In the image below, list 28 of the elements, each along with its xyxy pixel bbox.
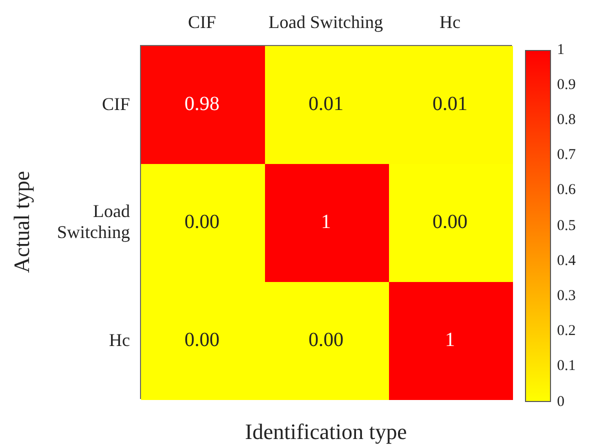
tick-label: 0.6 [557, 182, 576, 200]
column-label: Hc [440, 12, 460, 32]
tick-label: 0.2 [557, 323, 576, 340]
tick-label: 0.1 [557, 358, 576, 376]
cell-value: 0.00 [308, 328, 344, 352]
axis-title: Identification type [245, 419, 407, 445]
cell-value: 0.00 [184, 210, 220, 234]
cell-value: 0.00 [184, 328, 220, 352]
tick-label: 1 [557, 42, 564, 58]
row-label: Load Switching [56, 201, 130, 243]
tick-label: 0.5 [557, 218, 576, 234]
cell-value: 1 [321, 210, 331, 234]
tick-label: 0.3 [557, 288, 576, 305]
tick-label: 0.4 [557, 252, 576, 270]
axis-title: Actual type [9, 170, 36, 274]
tick-label: 0.7 [557, 147, 576, 164]
cell-value: 0.01 [308, 92, 344, 116]
cell-value: 0.98 [184, 92, 220, 116]
cell-value: 0.01 [432, 92, 468, 116]
row-label: Hc [108, 330, 130, 350]
cell-value: 0.00 [432, 210, 468, 234]
tick-label: 0.9 [557, 76, 576, 94]
column-label: Load Switching [268, 12, 383, 32]
tick-label: 0.8 [557, 112, 576, 129]
cell-value: 1 [445, 328, 455, 352]
row-label: CIF [100, 94, 130, 114]
column-label: CIF [188, 12, 216, 32]
tick-label: 0 [557, 394, 564, 410]
